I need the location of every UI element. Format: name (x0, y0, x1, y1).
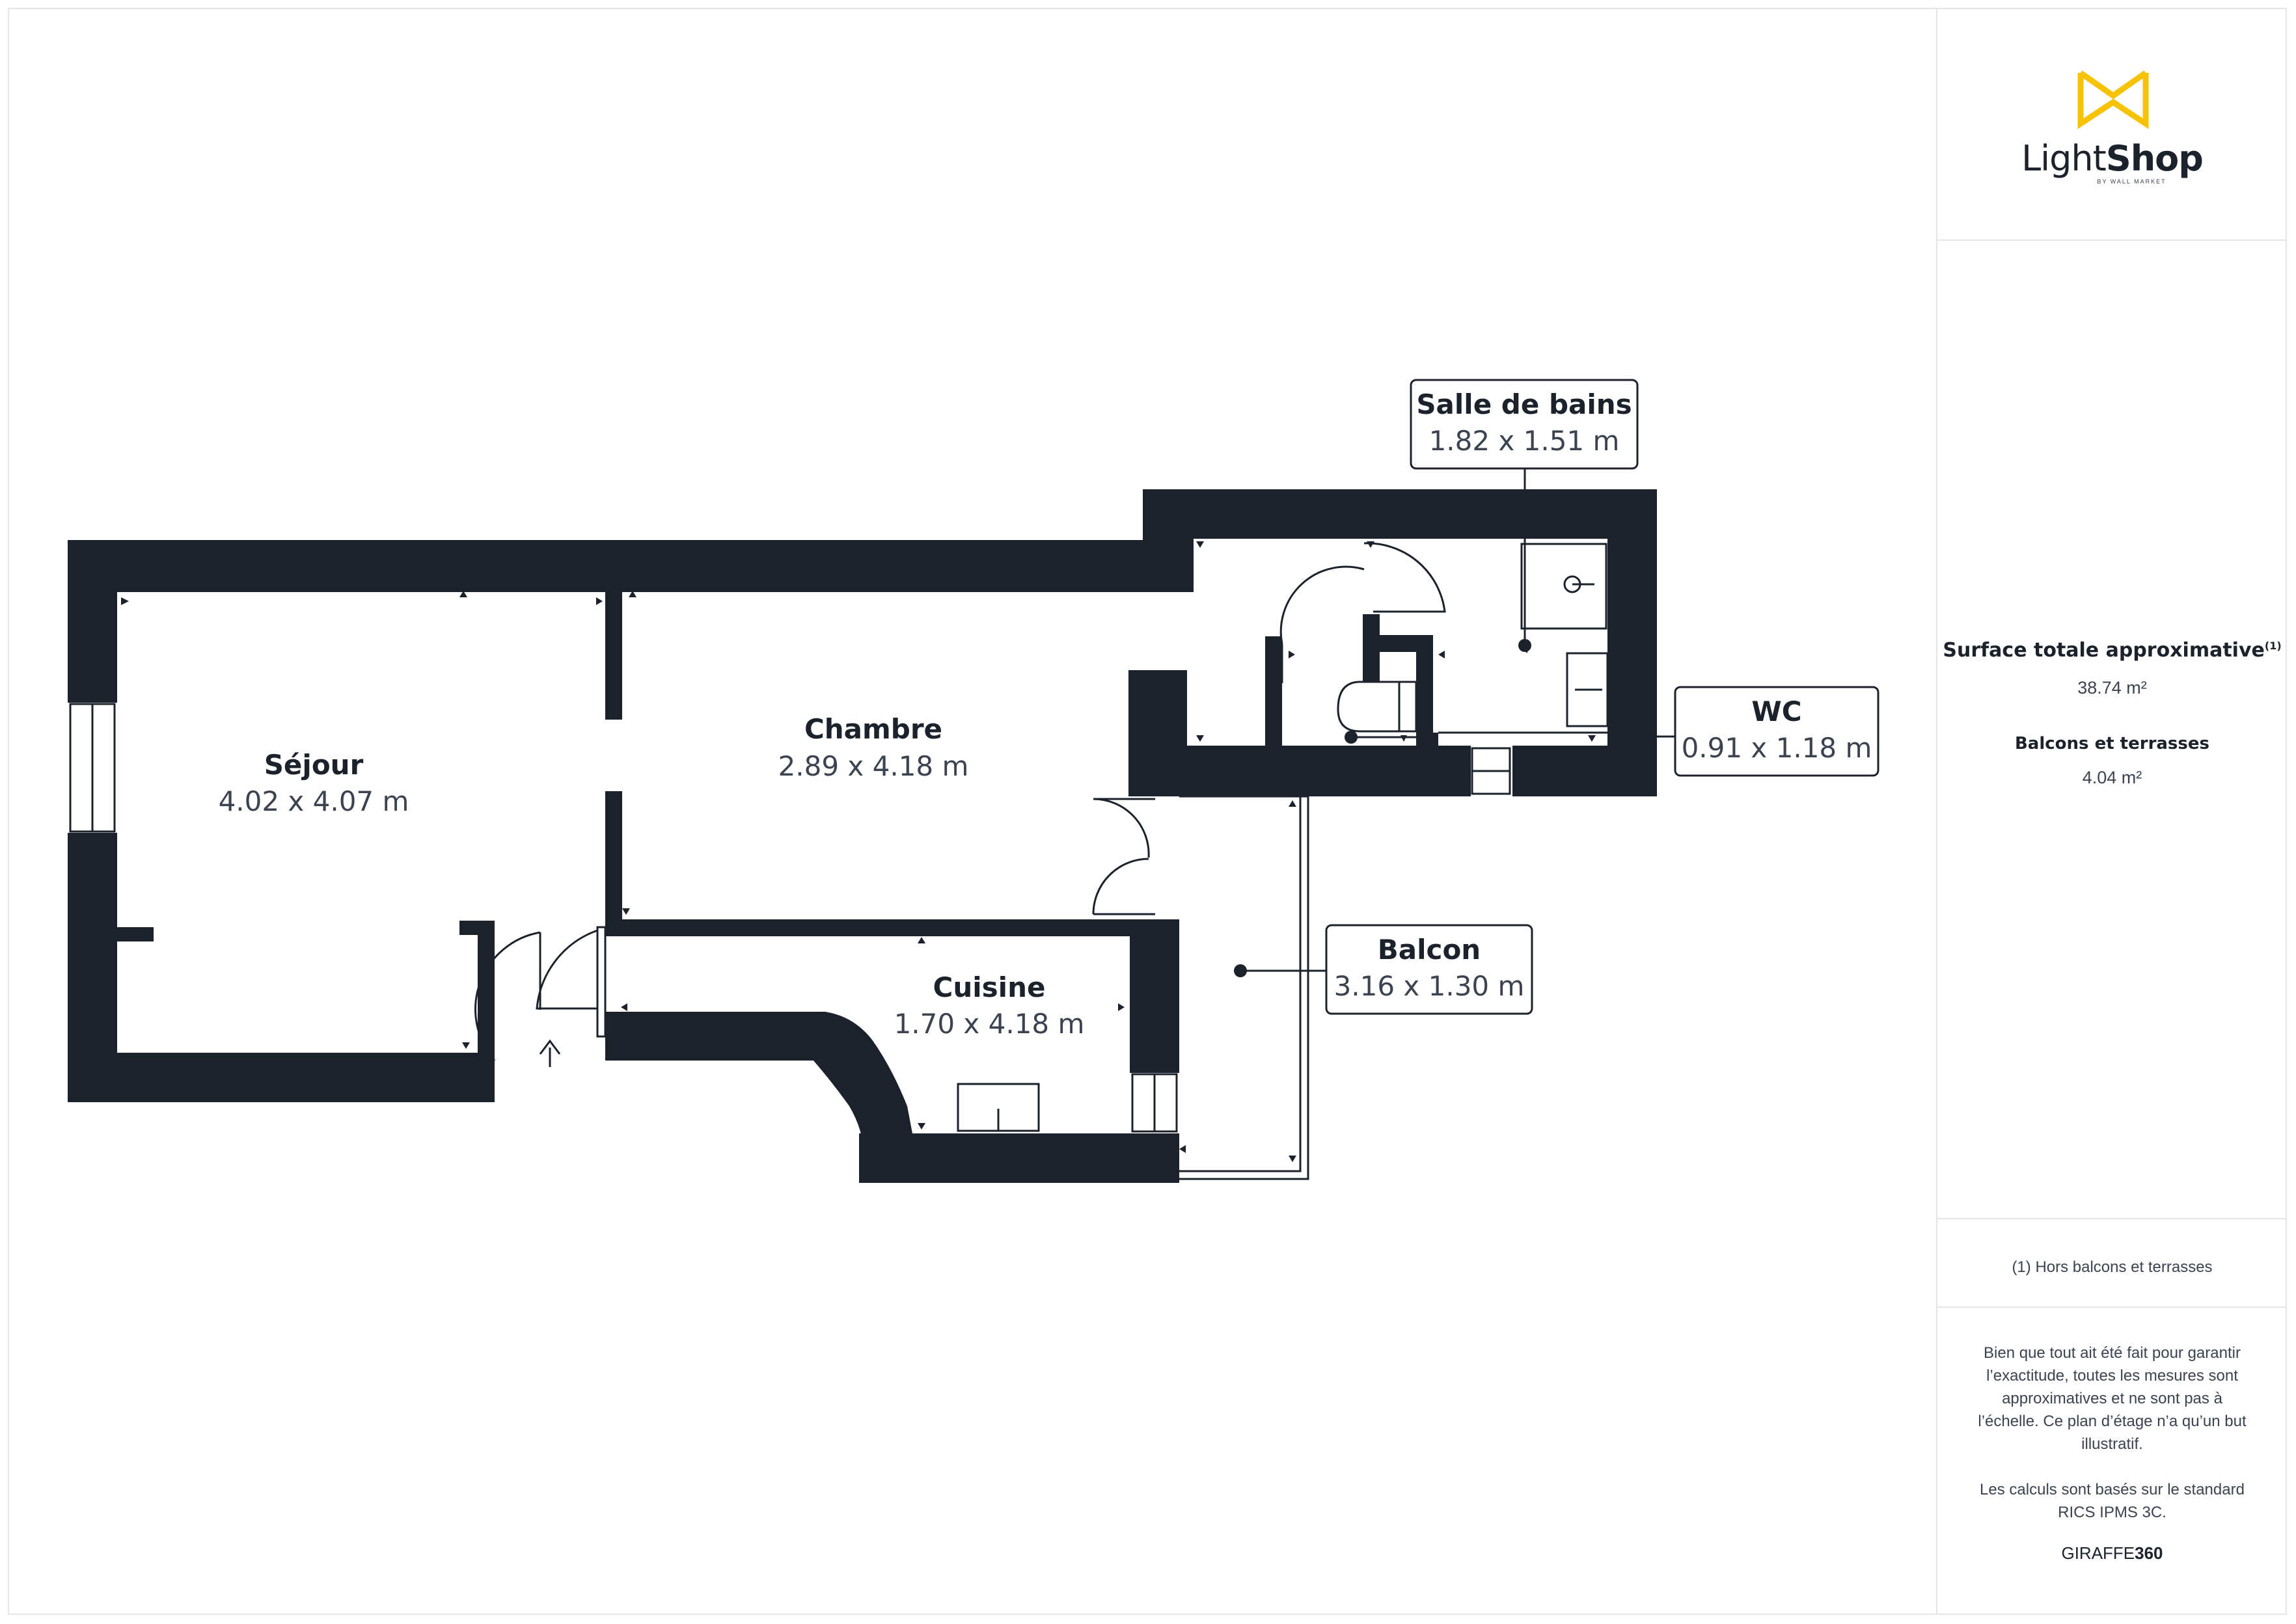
divider-bottom (1937, 1306, 2287, 1308)
total-area-label: Surface totale approximative(1) (1943, 639, 2282, 662)
leader-lines (1234, 468, 1675, 977)
room-label-wc: WC 0.91 x 1.18 m (1674, 686, 1879, 777)
wall-partition-upper (605, 592, 622, 720)
balcony-railing (1179, 795, 1309, 1180)
page-frame (8, 8, 2287, 1615)
giraffe360-credit: GIRAFFE360 (2061, 1543, 2163, 1563)
wall-bath-left (1143, 489, 1194, 592)
balcony-area-value: 4.04 m² (2082, 768, 2142, 787)
wall-bath-right (1607, 489, 1657, 796)
wall-cuisine-curve (605, 1012, 912, 1183)
disclaimer: Bien que tout ait été fait pour garantir… (1978, 1344, 2247, 1453)
balcony-area-label: Balcons et terrasses (2014, 734, 2209, 753)
svg-text:Cuisine: Cuisine (933, 971, 1046, 1003)
divider-top (1937, 239, 2287, 241)
brand-logo: LightShop BY WALL MARKET (1937, 66, 2287, 196)
fixtures (957, 543, 1609, 1132)
toilet (1337, 681, 1401, 733)
room-label-cuisine: Cuisine 1.70 x 4.18 m (894, 971, 1085, 1040)
svg-text:Balcon: Balcon (1378, 934, 1481, 966)
svg-text:0.91 x 1.18 m: 0.91 x 1.18 m (1682, 732, 1872, 764)
floor-plan: Séjour 4.02 x 4.07 m Chambre 2.89 x 4.18… (68, 379, 1879, 1183)
measure-markers (121, 541, 1596, 1162)
wall-cuisine-top (605, 919, 1178, 936)
svg-text:Séjour: Séjour (264, 749, 364, 781)
brand-wordmark: LightShop (2021, 138, 2204, 179)
wall-cuisine-right-upper (1130, 919, 1179, 1073)
wall-cuisine-bottom (859, 1133, 1179, 1183)
wall-partition-lower (605, 791, 622, 928)
svg-text:Chambre: Chambre (804, 713, 942, 745)
brand-tagline: BY WALL MARKET (2097, 178, 2166, 185)
room-label-sejour: Séjour 4.02 x 4.07 m (219, 749, 409, 817)
svg-text:WC: WC (1751, 696, 1801, 727)
svg-text:1.82 x 1.51 m: 1.82 x 1.51 m (1429, 425, 1620, 457)
svg-text:3.16 x 1.30 m: 3.16 x 1.30 m (1334, 970, 1525, 1002)
svg-text:Salle de bains: Salle de bains (1416, 388, 1632, 420)
walls (68, 489, 1657, 1183)
lightshop-logo-icon (2077, 70, 2149, 129)
info-panel: LightShop BY WALL MARKET Surface totale … (1936, 8, 2287, 1615)
svg-text:4.02 x 4.07 m: 4.02 x 4.07 m (219, 785, 409, 817)
divider-middle (1937, 1218, 2287, 1219)
wall-top (68, 540, 1194, 592)
wall-bottom-sejour (68, 1053, 495, 1102)
calculation-standard: Les calculs sont basés sur le standard R… (1980, 1481, 2245, 1521)
wall-left-upper (68, 540, 117, 703)
room-label-chambre: Chambre 2.89 x 4.18 m (778, 713, 969, 782)
svg-text:1.70 x 4.18 m: 1.70 x 4.18 m (894, 1008, 1085, 1040)
wall-chambre-right (1128, 670, 1187, 796)
doors (474, 542, 1446, 1067)
total-area-value: 38.74 m² (2077, 678, 2147, 697)
wall-sejour-right (478, 921, 495, 1053)
room-label-balcon: Balcon 3.16 x 1.30 m (1325, 924, 1533, 1015)
room-label-salle-de-bains: Salle de bains 1.82 x 1.51 m (1410, 379, 1639, 470)
footnote: (1) Hors balcons et terrasses (2012, 1258, 2213, 1276)
svg-text:2.89 x 4.18 m: 2.89 x 4.18 m (778, 750, 969, 782)
wall-bath-top (1143, 489, 1657, 539)
